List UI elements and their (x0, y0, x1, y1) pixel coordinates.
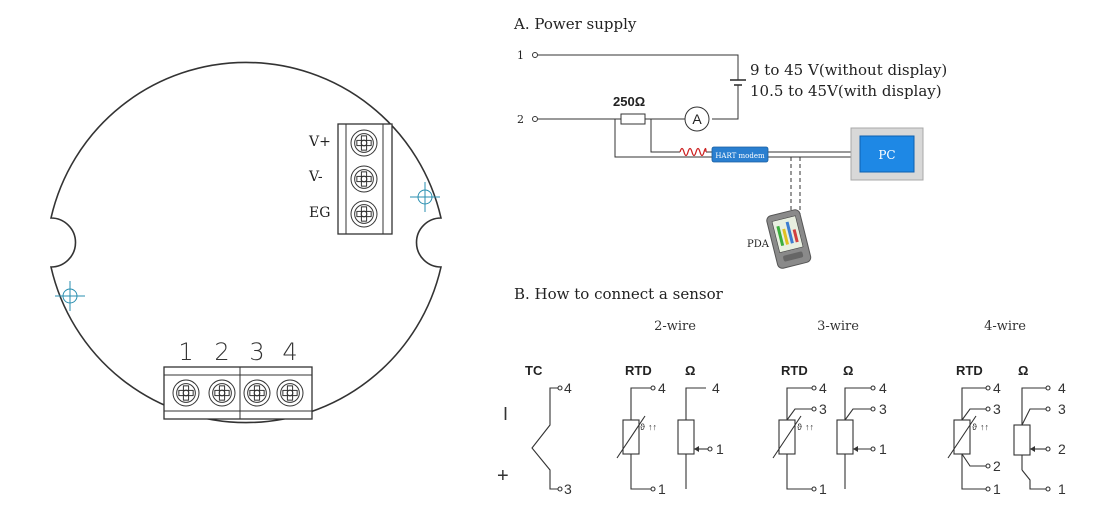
ohm4-terminal-4: 4 (1058, 380, 1066, 396)
heading-4-wire: 4-wire (984, 319, 1026, 334)
ohm-label-4w: Ω (1018, 363, 1028, 378)
screw-icon (243, 379, 271, 407)
ohm3-terminal-3: 3 (879, 401, 887, 417)
power-wires (532, 52, 860, 216)
arrows-2w: ↑↑ (648, 422, 657, 432)
rtd3-terminal-3: 3 (819, 401, 827, 417)
board-outline (49, 61, 443, 424)
resistor-label: 250Ω (613, 94, 645, 109)
tc-terminal-3: 3 (564, 481, 572, 497)
ohm4-terminal-1: 1 (1058, 481, 1066, 497)
pc-label: PC (878, 148, 895, 162)
ohm2-terminal-4: 4 (712, 380, 720, 396)
ohm3-terminal-4: 4 (879, 380, 887, 396)
screw-icon (276, 379, 304, 407)
screw-column (350, 129, 378, 228)
rtd4-terminal-4: 4 (993, 380, 1001, 396)
tc-plus: + (497, 465, 509, 487)
node-2-label: 2 (517, 113, 524, 126)
pda-icon (766, 209, 812, 269)
section-b-title: B. How to connect a sensor (514, 285, 724, 303)
supply-label-2: 10.5 to 45V(with display) (750, 82, 942, 100)
ammeter-label: A (692, 111, 702, 127)
rtd3-terminal-4: 4 (819, 380, 827, 396)
rtd2-terminal-4: 4 (658, 380, 666, 396)
terminal-label-vplus: V+ (308, 134, 331, 150)
terminal-label-vminus: V- (308, 169, 323, 185)
arrow-icon (1030, 446, 1035, 452)
three-wire-diagram: RTD Ω (772, 363, 887, 497)
rtd-label-4w: RTD (956, 363, 983, 378)
sensor-terminal-4: 4 (282, 338, 297, 366)
node-1-label: 1 (517, 49, 524, 62)
tc-minus: I (503, 404, 508, 424)
rtd3-terminal-1: 1 (819, 481, 827, 497)
crosshair-icon (410, 182, 440, 212)
theta-3w: ϑ (797, 422, 802, 432)
screw-icon (208, 379, 236, 407)
heading-2-wire: 2-wire (654, 319, 696, 334)
ohm4-terminal-2: 2 (1058, 441, 1066, 457)
heading-3-wire: 3-wire (817, 319, 859, 334)
coil-icon (679, 147, 707, 157)
thermocouple-diagram: TC I + 4 3 (497, 363, 572, 497)
power-supply-section: A. Power supply 1 2 (513, 15, 947, 269)
sensor-terminal-2: 2 (214, 338, 229, 366)
screw-row (172, 379, 304, 407)
rtd2-terminal-1: 1 (658, 481, 666, 497)
screw-icon (350, 165, 378, 193)
screw-icon (172, 379, 200, 407)
two-wire-diagram: RTD Ω ϑ ↑↑ 4 1 4 1 (616, 363, 724, 497)
rtd-label-2w: RTD (625, 363, 652, 378)
supply-label-1: 9 to 45 V(without display) (750, 61, 947, 79)
crosshair-icon (55, 281, 85, 311)
arrows-3w: ↑↑ (805, 422, 814, 432)
pc-icon (850, 127, 924, 181)
theta-4w: ϑ (972, 422, 977, 432)
arrow-icon (694, 446, 699, 452)
tc-label: TC (525, 363, 543, 378)
screw-icon (350, 200, 378, 228)
rtd4-terminal-2: 2 (993, 458, 1001, 474)
sensor-terminal-1: 1 (178, 338, 193, 366)
board: V+ V- EG 1 2 3 4 (49, 61, 443, 424)
ohm2-terminal-1: 1 (716, 441, 724, 457)
hart-modem-label: HART modem (715, 152, 765, 160)
ohm4-terminal-3: 3 (1058, 401, 1066, 417)
screw-icon (350, 129, 378, 157)
ohm-label-3w: Ω (843, 363, 853, 378)
arrows-4w: ↑↑ (980, 422, 989, 432)
pda-label: PDA (747, 239, 770, 250)
sensor-section: B. How to connect a sensor 2-wire 3-wire… (497, 285, 1066, 497)
terminal-label-eg: EG (309, 205, 330, 221)
hart-modem (711, 146, 769, 163)
four-wire-diagram: RTD Ω (947, 363, 1066, 497)
sensor-terminal-3: 3 (249, 338, 264, 366)
ohm-label-2w: Ω (685, 363, 695, 378)
tc-terminal-4: 4 (564, 380, 572, 396)
ohm3-terminal-1: 1 (879, 441, 887, 457)
theta-2w: ϑ (640, 422, 645, 432)
rtd4-terminal-3: 3 (993, 401, 1001, 417)
rtd-label-3w: RTD (781, 363, 808, 378)
rtd4-terminal-1: 1 (993, 481, 1001, 497)
arrow-icon (853, 446, 858, 452)
section-a-title: A. Power supply (513, 15, 637, 33)
